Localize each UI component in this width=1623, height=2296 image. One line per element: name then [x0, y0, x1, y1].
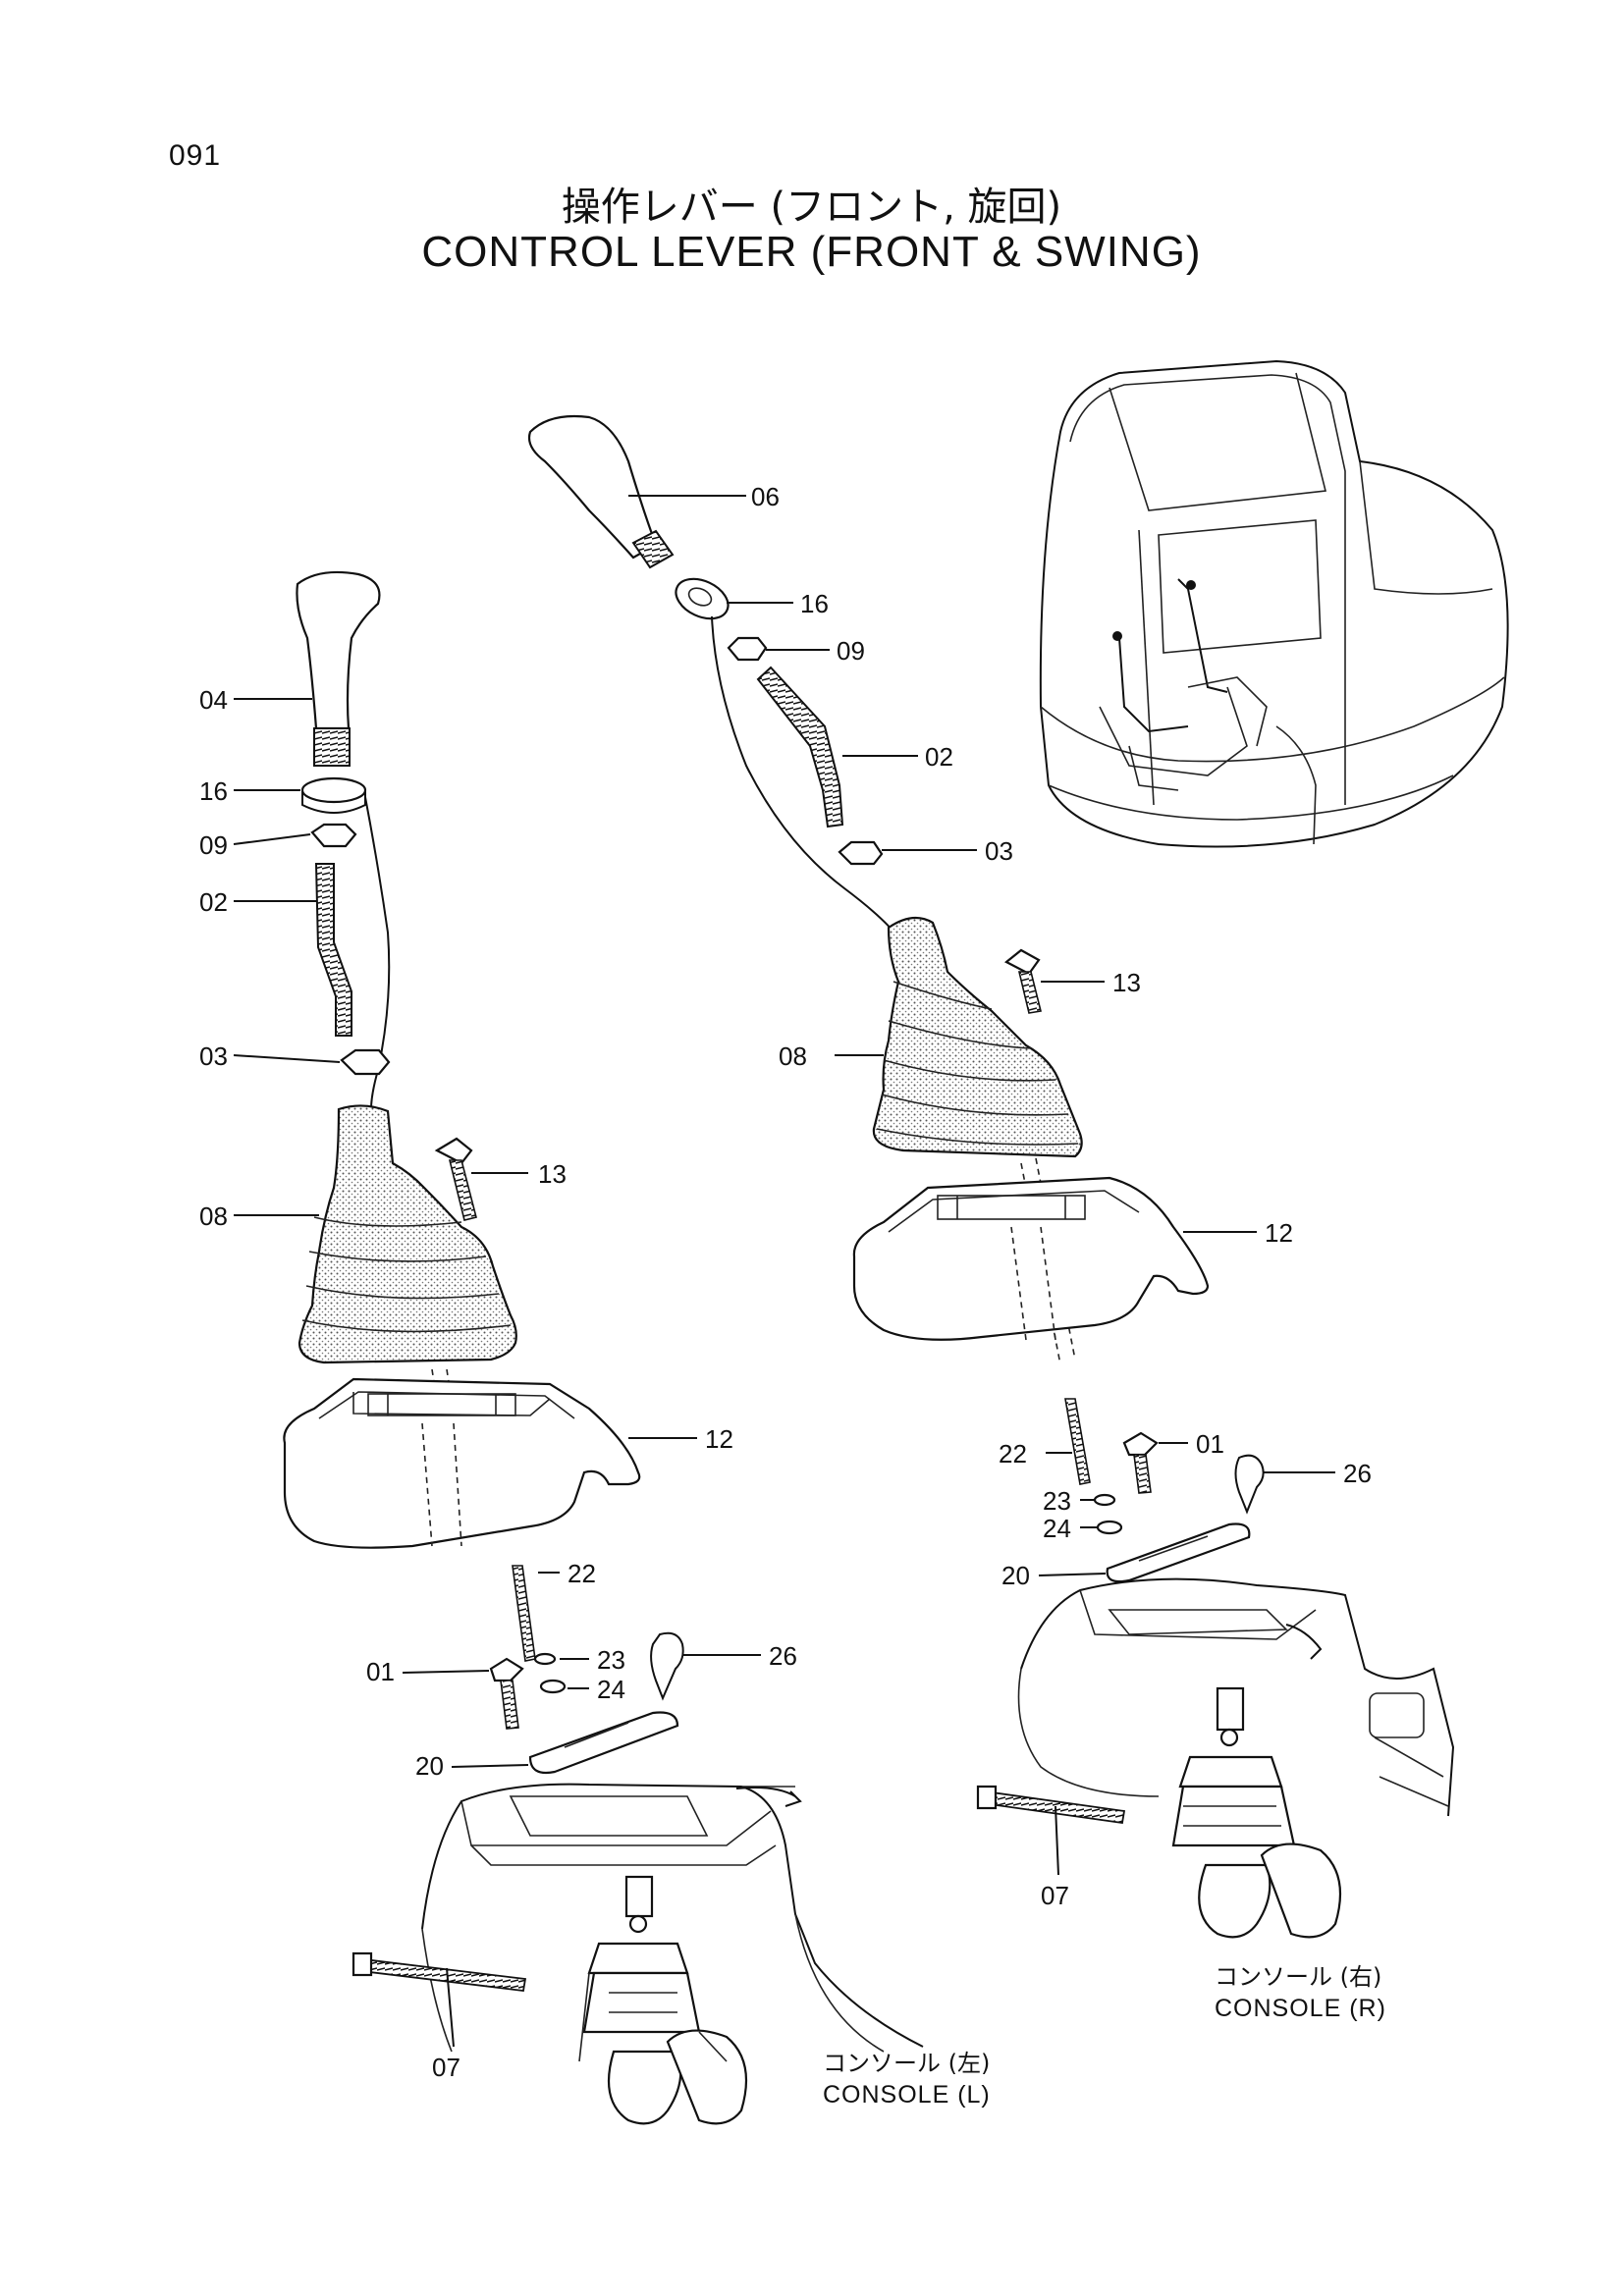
label-20: 20: [415, 1751, 444, 1781]
left-nut-lower: [340, 1048, 391, 1076]
left-bolt: [489, 1657, 524, 1682]
label-12-right: 12: [1265, 1218, 1293, 1248]
right-bolt-upper-shank: [1017, 971, 1042, 1014]
label-22-right: 22: [999, 1439, 1027, 1468]
label-24-right: 24: [1043, 1514, 1071, 1543]
label-26-right: 26: [1343, 1459, 1372, 1488]
right-cable: [711, 615, 899, 938]
label-12: 12: [705, 1424, 733, 1454]
label-22: 22: [568, 1559, 596, 1588]
left-nut-upper: [310, 823, 357, 848]
left-bolt-upper-shank: [448, 1159, 477, 1221]
right-washer-small: [1093, 1493, 1116, 1507]
label-13: 13: [538, 1159, 567, 1189]
page-title: CONTROL LEVER (FRONT & SWING): [421, 228, 1202, 276]
label-26: 26: [769, 1641, 797, 1671]
right-washer: [1096, 1520, 1123, 1535]
left-bolt-upper: [434, 1137, 473, 1165]
right-knob: [527, 414, 658, 560]
label-09-right: 09: [837, 636, 865, 666]
label-23: 23: [597, 1645, 625, 1675]
left-plate: [528, 1711, 679, 1775]
label-02-right: 02: [925, 742, 953, 772]
label-02: 02: [199, 887, 228, 917]
label-09: 09: [199, 830, 228, 860]
label-04: 04: [199, 685, 228, 715]
left-stud: [512, 1565, 536, 1662]
label-08-right: 08: [779, 1041, 807, 1071]
label-06: 06: [751, 482, 780, 511]
right-stud: [1064, 1398, 1091, 1485]
left-lever-assembly: 04 16 09 02 03 08 13 12 22 23 24 01 26 2…: [199, 570, 991, 2125]
excavator-cab-illustration: [1039, 359, 1509, 848]
label-07: 07: [432, 2053, 460, 2082]
label-01: 01: [366, 1657, 395, 1686]
console-left-caption: CONSOLE (L): [823, 2081, 991, 2109]
right-bolt-shank: [1133, 1454, 1152, 1494]
right-bolt-upper: [1003, 948, 1041, 976]
right-plate: [1106, 1522, 1251, 1583]
left-boot: [298, 1104, 517, 1364]
label-03-right: 03: [985, 836, 1013, 866]
left-cable: [364, 796, 391, 1110]
label-03: 03: [199, 1041, 228, 1071]
left-band: [359, 1958, 527, 1992]
label-20-right: 20: [1001, 1561, 1030, 1590]
left-clamp: [650, 1631, 684, 1701]
left-pilot-valve: [578, 1875, 748, 2125]
label-01-right: 01: [1196, 1429, 1224, 1459]
label-24: 24: [597, 1675, 625, 1704]
console-right-caption-jp: コンソール (右): [1215, 1963, 1381, 1991]
label-16: 16: [199, 776, 228, 806]
right-lever-assembly: 06 16 09 02 03 13 08 12 22 01 26 23 24 2…: [527, 414, 1455, 2022]
right-nut-upper: [727, 636, 768, 662]
console-right: [1020, 1577, 1455, 1817]
left-washer: [539, 1679, 567, 1694]
label-16-right: 16: [800, 589, 829, 618]
left-ring: [300, 776, 367, 804]
right-knob-thread: [631, 529, 675, 569]
right-bolt: [1122, 1431, 1159, 1457]
right-nut-lower: [838, 840, 884, 866]
label-23-right: 23: [1043, 1486, 1071, 1516]
left-knob: [296, 570, 381, 730]
label-13-right: 13: [1112, 968, 1141, 997]
right-pilot-valve: [1171, 1686, 1342, 1939]
console-left: [421, 1783, 924, 2048]
page-title-japanese: 操作レバー (フロント, 旋回): [561, 185, 1062, 230]
console-right-caption: CONSOLE (R): [1215, 1995, 1386, 2022]
left-rod: [314, 863, 352, 1037]
page-number: 091: [169, 139, 222, 172]
left-knob-thread: [313, 727, 351, 767]
left-cover: [283, 1377, 641, 1549]
label-07-right: 07: [1041, 1881, 1069, 1910]
right-boot: [872, 916, 1083, 1158]
right-rod: [756, 666, 844, 828]
label-08: 08: [199, 1201, 228, 1231]
right-clamp: [1234, 1454, 1265, 1515]
left-washer-small: [533, 1652, 557, 1666]
left-bolt-shank: [500, 1680, 519, 1730]
right-ring: [675, 577, 730, 620]
console-left-caption-jp: コンソール (左): [823, 2050, 990, 2077]
right-cover: [852, 1176, 1210, 1341]
